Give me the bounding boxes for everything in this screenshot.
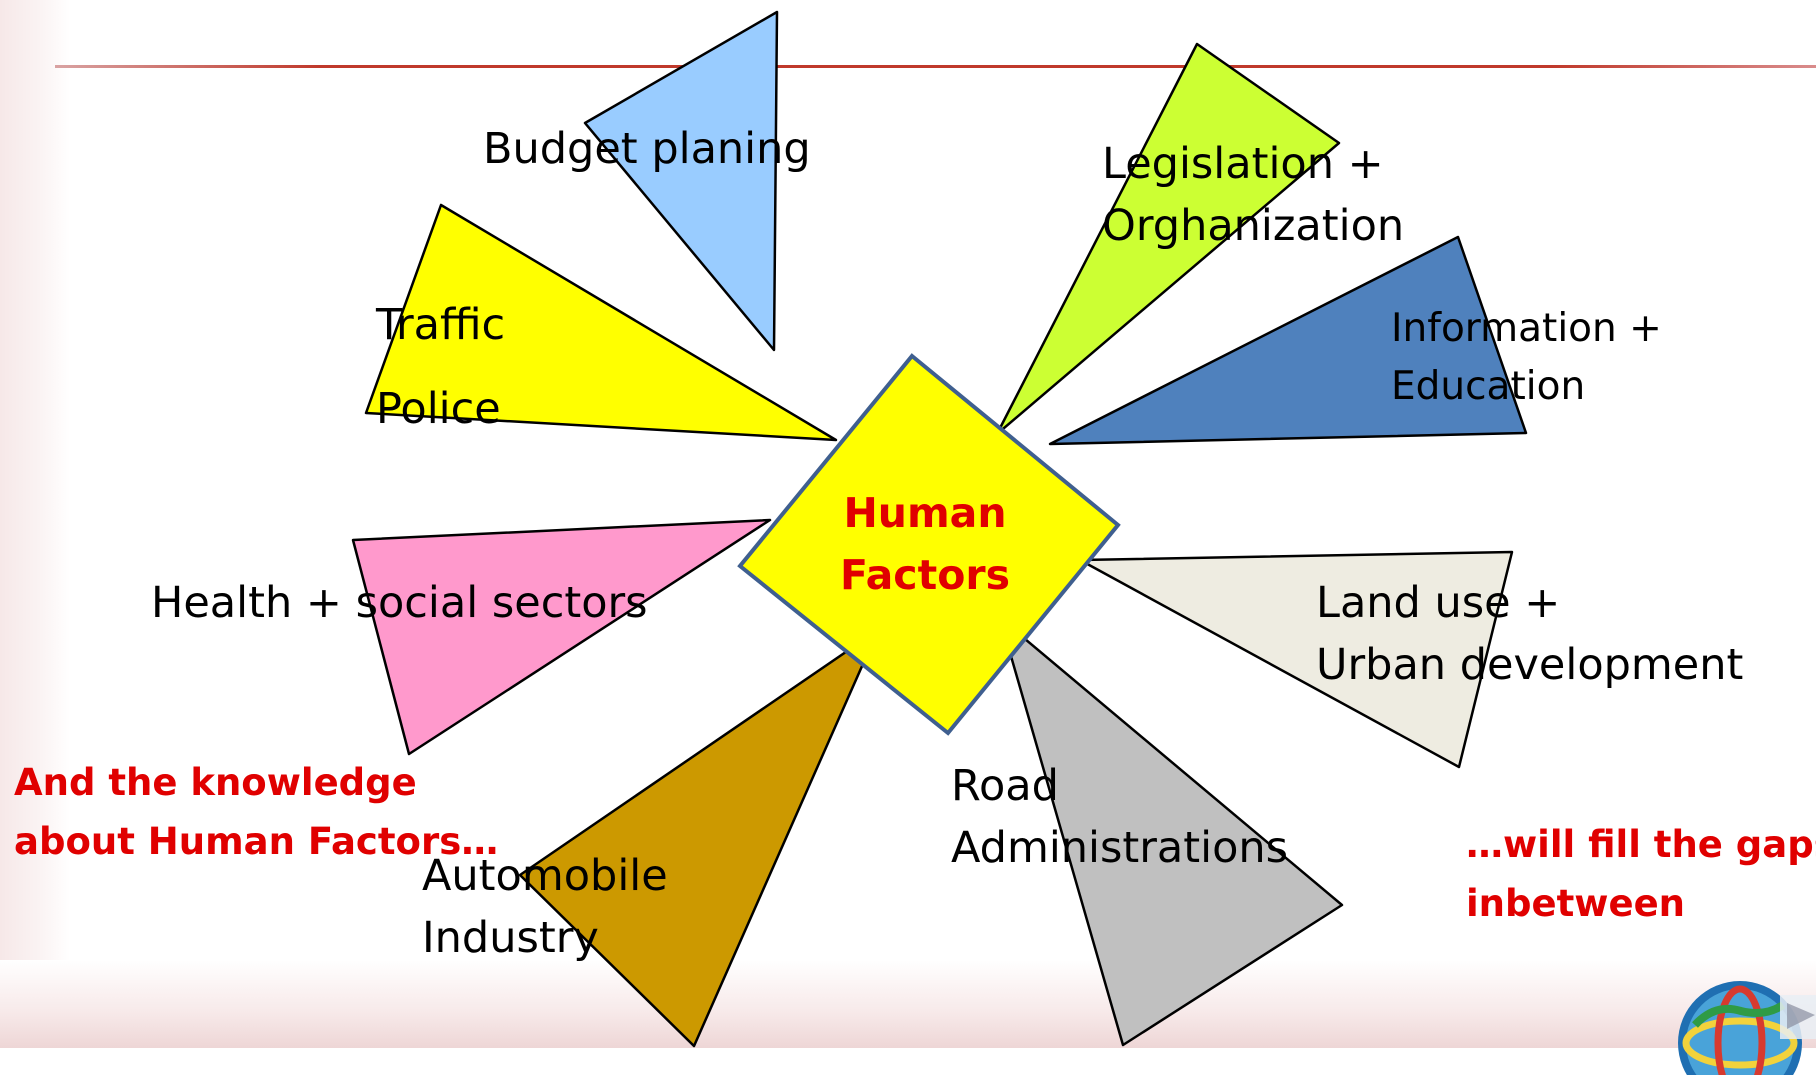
spoke-label-information-line-1: Information +	[1391, 306, 1662, 351]
center-label: Human Factors	[815, 482, 1035, 606]
spoke-label-legislation: Legislation + Orghanization	[1102, 133, 1404, 257]
spoke-label-landuse: Land use + Urban development	[1316, 572, 1743, 696]
spoke-label-health: Health + social sectors	[151, 572, 648, 634]
spoke-road	[998, 616, 1344, 1047]
center-label-line-1: Human	[843, 489, 1007, 537]
note-left-line-1: And the knowledge	[14, 761, 417, 804]
spoke-label-road-line-1: Road	[951, 761, 1059, 811]
note-right-line-2: inbetween	[1466, 882, 1686, 925]
spoke-traffic	[364, 203, 838, 442]
spoke-label-traffic: Traffic Police	[376, 283, 505, 451]
globe-logo-icon	[1678, 981, 1816, 1075]
note-left: And the knowledge about Human Factors…	[14, 753, 498, 871]
spoke-landuse	[1078, 550, 1514, 769]
spoke-label-automobile: Automobile Industry	[422, 845, 668, 969]
bottom-background-fade	[0, 960, 1816, 1048]
spoke-label-landuse-line-2: Urban development	[1316, 640, 1744, 690]
left-background-fade	[0, 0, 70, 1048]
spoke-label-budget: Budget planing	[483, 118, 811, 180]
spoke-label-information-line-2: Education	[1391, 364, 1586, 409]
center-label-line-2: Factors	[840, 551, 1010, 599]
spoke-label-road: Road Administrations	[951, 755, 1288, 879]
spoke-budget	[583, 10, 779, 352]
spoke-label-budget-line-1: Budget planing	[483, 124, 811, 174]
spoke-label-automobile-line-2: Industry	[422, 913, 599, 963]
center-diamond	[737, 353, 1121, 736]
human-factors-diagram	[351, 10, 1528, 1048]
note-right: …will fill the gaps inbetween	[1466, 815, 1816, 933]
spoke-automobile	[518, 628, 880, 1048]
spoke-label-legislation-line-2: Orghanization	[1102, 201, 1405, 251]
spoke-label-traffic-line-1: Traffic	[376, 300, 506, 350]
spoke-label-automobile-line-1: Automobile	[422, 851, 668, 901]
spokes-layer	[351, 10, 1528, 1048]
spoke-label-traffic-line-2: Police	[376, 384, 501, 434]
spoke-label-legislation-line-1: Legislation +	[1102, 139, 1384, 189]
header-rule	[55, 65, 1816, 68]
spoke-information	[1048, 235, 1528, 446]
spoke-label-landuse-line-1: Land use +	[1316, 578, 1561, 628]
spoke-health	[351, 518, 772, 756]
spoke-label-road-line-2: Administrations	[951, 823, 1289, 873]
spoke-label-health-line-1: Health + social sectors	[151, 578, 648, 628]
spoke-label-information: Information + Education	[1391, 300, 1662, 416]
note-right-line-1: …will fill the gaps	[1466, 823, 1816, 866]
spoke-legislation	[995, 42, 1341, 436]
note-left-line-2: about Human Factors…	[14, 820, 499, 863]
